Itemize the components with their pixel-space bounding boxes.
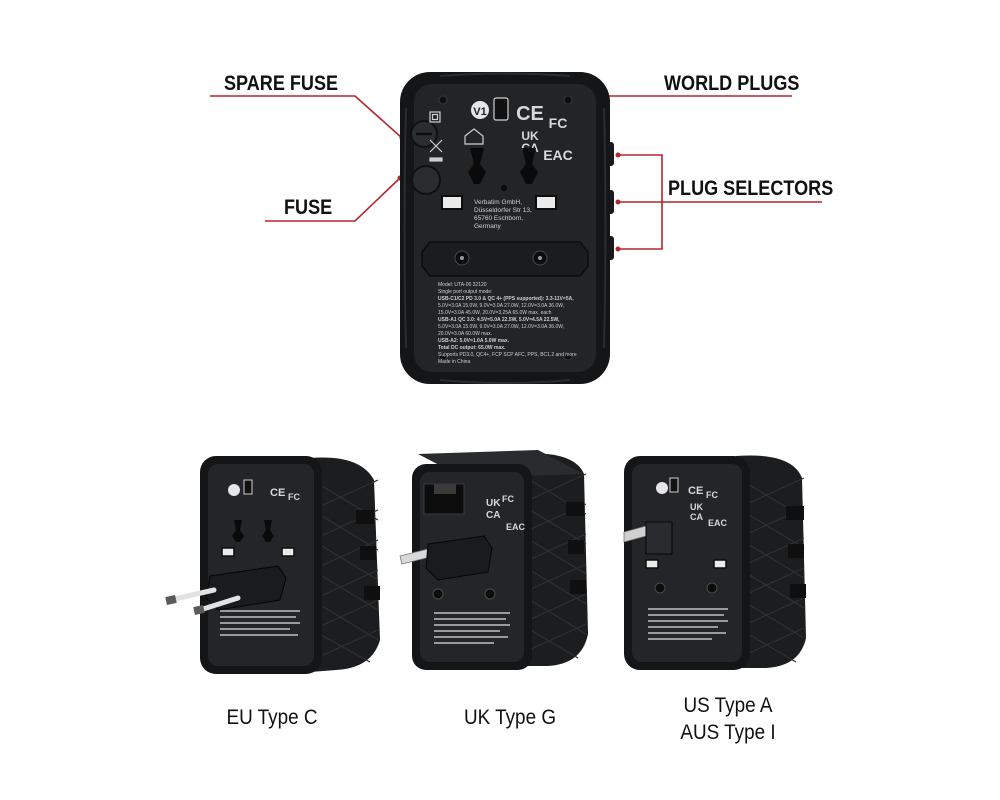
spec-line-1: Model: UTA-06 32120 [438,282,487,288]
svg-text:CA: CA [486,510,500,521]
address-line-1: Verbatim GmbH, [474,199,522,206]
svg-text:EAC: EAC [708,518,728,528]
world-plugs-label: WORLD PLUGS [664,72,800,95]
us-type-caption-line-2: AUS Type I [680,721,776,744]
svg-text:EAC: EAC [506,522,526,532]
spec-line-11: Supports PD3.0, QC4+, FCP SCP AFC, PPS, … [438,352,577,358]
address-line-2: Düsseldorfer Str 13, [474,207,532,214]
svg-text:FC: FC [706,490,718,500]
fuse-cap [411,165,441,195]
svg-text:UK: UK [690,502,703,512]
svg-text:FC: FC [288,492,300,502]
eac-mark: EAC [543,147,573,163]
main-device: V1 CE FC UK CA EAC Verbatim GmbH, [400,72,614,384]
fc-mark: FC [549,115,568,131]
svg-text:UK: UK [486,498,501,509]
eu-type-caption: EU Type C [226,706,318,729]
fuse-label: FUSE [284,196,333,219]
svg-text:CE: CE [688,485,703,497]
spec-line-4: 5.0V=3.0A 15.0W, 9.0V=3.0A 27.0W, 12.0V=… [438,303,564,309]
spare-fuse-label: SPARE FUSE [224,72,339,95]
address-line-4: Germany [474,223,501,230]
eu-adapter: CE FC [165,456,380,674]
us-type-caption: US Type A AUS Type I [629,692,827,746]
svg-text:FC: FC [502,494,514,504]
address-line-3: 65760 Eschborn, [474,215,523,222]
ce-mark: CE [516,103,544,125]
spec-line-2: Single port output mode: [438,289,492,295]
spec-line-10: Total DC output: 65.0W max. [438,345,506,351]
uk-adapter: UK CA FC EAC [399,450,588,670]
spare-fuse-leader [210,95,403,139]
us-type-caption-line-1: US Type A [683,694,773,717]
v1-mark: V1 [473,106,486,118]
fuse-leader [265,177,401,222]
svg-text:CE: CE [270,487,285,499]
uk-type-caption: UK Type G [463,706,557,729]
ukca-mark-top: UK [521,129,539,143]
spec-line-3: USB-C1/C2 PD 3.0 & QC 4+ (PPS supported)… [438,296,574,302]
svg-text:CA: CA [690,512,703,522]
spec-line-5: 15.0V=3.0A 45.0W, 20.0V=3.25A 65.0W max.… [438,310,552,316]
spec-line-7: 5.0V=3.0A 15.0W, 9.0V=3.0A 27.0W, 12.0V=… [438,324,564,330]
us-adapter: CE FC UK CA EAC [623,455,806,670]
plug-selectors-label: PLUG SELECTORS [668,177,834,200]
spec-line-8: 20.0V=3.0A 60.0W max. [438,331,492,337]
spec-line-9: USB-A2: 5.0V=1.0A 5.0W max. [438,338,510,344]
spec-line-6: USB-A1 QC 3.0: 4.5V=5.0A 22.5W, 5.0V=4.5… [438,317,560,323]
spec-line-12: Made in China [438,359,470,365]
